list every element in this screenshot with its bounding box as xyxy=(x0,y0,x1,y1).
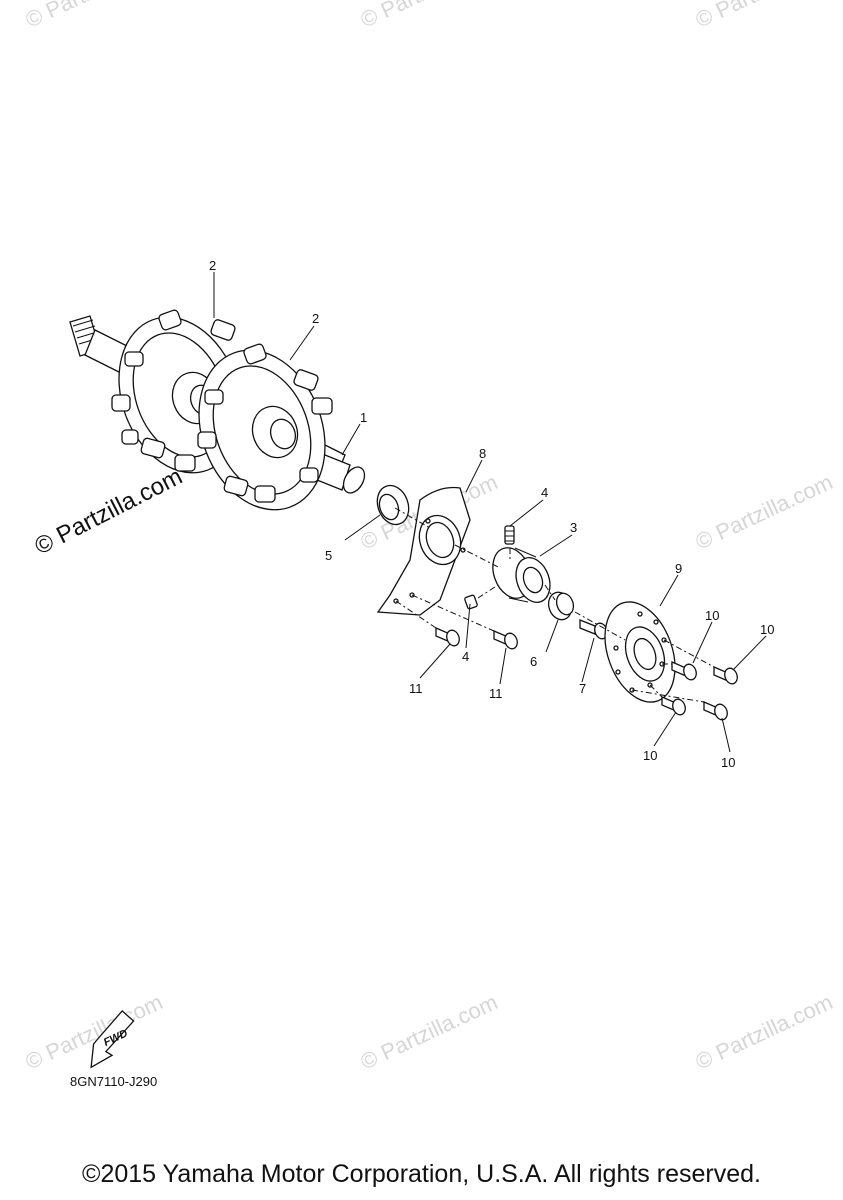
sprocket-right xyxy=(197,343,333,511)
callout-10-a: 10 xyxy=(705,608,719,623)
callout-10-d: 10 xyxy=(721,755,735,770)
callout-5: 5 xyxy=(325,548,332,563)
set-screw-4a xyxy=(504,525,515,545)
callouts: 1 2 2 3 4 4 5 6 7 8 9 10 10 10 10 11 11 xyxy=(209,258,774,770)
callout-9: 9 xyxy=(675,561,682,576)
callout-3: 3 xyxy=(570,520,577,535)
flange-bolt-10b xyxy=(713,666,738,685)
watermark-mid-right: © Partzilla.com xyxy=(692,469,837,554)
callout-2-left: 2 xyxy=(209,258,216,273)
set-screw-4b xyxy=(464,594,478,610)
callout-4-top: 4 xyxy=(541,485,548,500)
callout-7: 7 xyxy=(579,681,586,696)
collar-part-5 xyxy=(344,484,410,541)
callout-10-b: 10 xyxy=(760,622,774,637)
watermark-main: © Partzilla.com xyxy=(30,463,186,560)
flange-bolt-10d xyxy=(703,701,728,721)
watermark-bottom-center: © Partzilla.com xyxy=(357,989,502,1074)
watermark-top-center: © Partzilla.com xyxy=(357,0,502,33)
cap-part-6 xyxy=(547,591,575,621)
flange-bolt-10c xyxy=(661,696,686,716)
bracket-bolt-11b xyxy=(493,630,518,650)
bearing-part-3 xyxy=(492,547,551,603)
leader-lines xyxy=(213,272,767,753)
watermark-top-right: © Partzilla.com xyxy=(692,0,837,33)
callout-4-bottom: 4 xyxy=(462,649,469,664)
diagram-code: 8GN7110-J290 xyxy=(70,1074,158,1089)
callout-6: 6 xyxy=(530,654,537,669)
callout-11-left: 11 xyxy=(409,681,423,696)
callout-1: 1 xyxy=(360,410,367,425)
callout-8: 8 xyxy=(479,446,486,461)
watermark-top-left: © Partzilla.com xyxy=(22,0,167,33)
flange-bolt-10a xyxy=(671,661,697,681)
callout-2-right: 2 xyxy=(312,311,319,326)
watermark-bottom-right: © Partzilla.com xyxy=(692,989,837,1074)
flange-part-9 xyxy=(604,601,676,703)
callout-10-c: 10 xyxy=(643,748,657,763)
assembly-lines xyxy=(394,507,715,703)
bracket-bolt-11a xyxy=(435,627,460,647)
copyright-notice: ©2015 Yamaha Motor Corporation, U.S.A. A… xyxy=(82,1160,761,1188)
callout-11-right: 11 xyxy=(489,686,503,701)
bolt-part-7 xyxy=(579,619,608,640)
